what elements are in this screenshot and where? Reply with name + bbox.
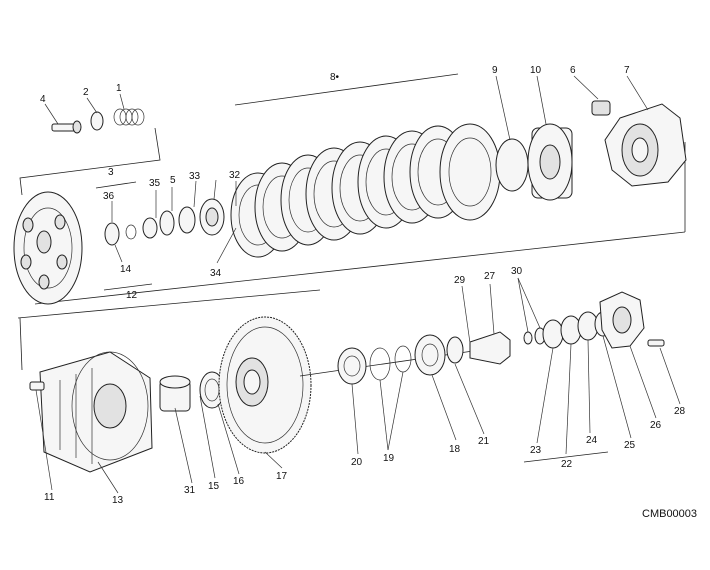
- callout-29: 29: [454, 275, 466, 286]
- bolt-screw: [51, 120, 82, 134]
- clutch-hub: [495, 123, 573, 201]
- hub-housing: [604, 103, 687, 187]
- callout-6: 6: [570, 65, 576, 76]
- callout-14: 14: [120, 264, 132, 275]
- callout-12: 12: [126, 290, 138, 301]
- clutch-disc-pack: [230, 123, 501, 258]
- slave-cylinder-parts: [542, 291, 665, 349]
- callout-21: 21: [478, 436, 490, 447]
- callout-22: 22: [561, 459, 573, 470]
- diagram-code: CMB00003: [642, 508, 697, 520]
- clutch-housing-basket: [29, 351, 153, 473]
- spring-cup: [90, 111, 104, 131]
- callout-5: 5: [170, 175, 176, 186]
- callout-13: 13: [112, 495, 124, 506]
- callout-8: 8•: [330, 72, 340, 83]
- callout-26: 26: [650, 420, 662, 431]
- bushing-and-spacers: [159, 371, 225, 412]
- callout-2: 2: [83, 87, 89, 98]
- callout-36: 36: [103, 191, 115, 202]
- bracket-lines: [95, 181, 609, 463]
- callout-9: 9: [492, 65, 498, 76]
- callout-20: 20: [351, 457, 363, 468]
- callout-1: 1: [116, 83, 122, 94]
- callout-24: 24: [586, 435, 598, 446]
- callout-16: 16: [233, 476, 245, 487]
- callout-31: 31: [184, 485, 196, 496]
- callout-labels: 1 2 3 4 5 6 7 8• 9 10 11 12 13 14 15 16 …: [40, 65, 686, 506]
- leader-lines: [35, 75, 681, 494]
- callout-19: 19: [383, 453, 395, 464]
- callout-4: 4: [40, 94, 46, 105]
- callout-32: 32: [229, 170, 241, 181]
- clutch-spring: [113, 108, 145, 126]
- callout-35: 35: [149, 178, 161, 189]
- callout-15: 15: [208, 481, 220, 492]
- callout-3: 3: [108, 167, 114, 178]
- callout-25: 25: [624, 440, 636, 451]
- callout-18: 18: [449, 444, 461, 455]
- callout-28: 28: [674, 406, 686, 417]
- callout-30: 30: [511, 266, 523, 277]
- callout-7: 7: [624, 65, 630, 76]
- shaft-and-components: [299, 327, 546, 385]
- callout-17: 17: [276, 471, 288, 482]
- callout-27: 27: [484, 271, 496, 282]
- bearing-and-pushrod-parts: [104, 198, 243, 246]
- callout-11: 11: [44, 492, 55, 503]
- callout-10: 10: [530, 65, 542, 76]
- callout-33: 33: [189, 171, 201, 182]
- callout-34: 34: [210, 268, 222, 279]
- cush-drive-rubber: [591, 100, 611, 116]
- pressure-plate: [13, 191, 83, 305]
- primary-driven-gear: [218, 316, 312, 454]
- callout-23: 23: [530, 445, 542, 456]
